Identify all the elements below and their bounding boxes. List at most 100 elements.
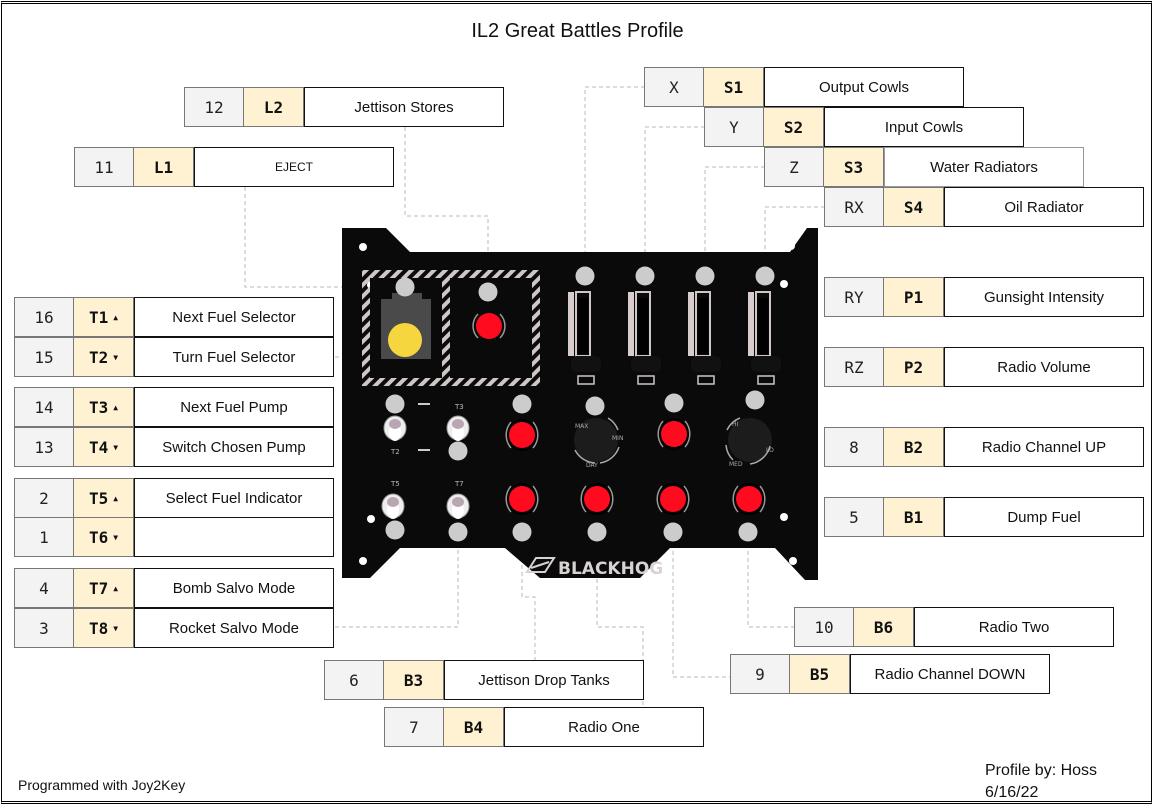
marker-dot: [745, 390, 765, 410]
axis-label: RY: [824, 277, 884, 317]
control-key: S3: [824, 147, 884, 187]
action-label: Radio Two: [914, 607, 1114, 647]
joy-number: 4: [14, 568, 74, 608]
direction-arrow-icon: ▲: [113, 402, 119, 412]
slider-s1: [568, 291, 601, 385]
knob-p1-day-label: DAY: [586, 462, 598, 469]
control-key: P1: [884, 277, 944, 317]
control-key-label: T4: [88, 437, 109, 457]
slider-s4: [748, 291, 781, 385]
control-key: T8▼: [74, 608, 134, 648]
marker-dot: [755, 266, 775, 286]
control-key-label: T7: [88, 578, 109, 598]
control-key: B6: [854, 607, 914, 647]
action-label: Dump Fuel: [944, 497, 1144, 537]
mapping-row-p2: RZ P2 Radio Volume: [824, 347, 1144, 387]
joy-number: 11: [74, 147, 134, 187]
action-label: Water Radiators: [884, 147, 1084, 187]
knob-p1-min-label: MIN: [612, 435, 623, 442]
connector-l2: [404, 127, 489, 290]
brand-logo-icon: [525, 557, 556, 573]
button-l2: [472, 313, 506, 339]
joy-number: 3: [14, 608, 74, 648]
direction-arrow-icon: ▼: [113, 352, 119, 362]
control-key: T4 ▼: [74, 427, 134, 467]
control-key: T3 ▲: [74, 387, 134, 427]
control-key: S4: [884, 187, 944, 227]
action-label: Jettison Drop Tanks: [444, 660, 644, 700]
footer-programmed-with: Programmed with Joy2Key: [18, 777, 186, 793]
action-label: Select Fuel Indicator: [134, 478, 334, 518]
footer-author: Profile by: Hoss: [985, 762, 1098, 779]
joy-number: 6: [324, 660, 384, 700]
control-key: B4: [444, 707, 504, 747]
marker-dot: [587, 522, 607, 542]
action-label: Oil Radiator: [944, 187, 1144, 227]
toggle-switch: [381, 493, 405, 519]
axis-label: Z: [764, 147, 824, 187]
control-key: T7▲: [74, 568, 134, 608]
action-label: Input Cowls: [824, 107, 1024, 147]
action-label: Radio Volume: [944, 347, 1144, 387]
direction-arrow-icon: ▲: [113, 312, 119, 322]
knob-p2-med-label: MED: [729, 461, 743, 468]
joy-number: 14: [14, 387, 74, 427]
toggle-switch: [446, 415, 470, 441]
direction-arrow-icon: ▲: [113, 493, 119, 503]
knob-p2-hi-label: HI: [732, 421, 739, 428]
marker-dot: [448, 522, 468, 542]
marker-dot: [385, 520, 405, 540]
control-key: L2: [244, 87, 304, 127]
mapping-row-b3: 6 B3 Jettison Drop Tanks: [324, 660, 644, 700]
marker-dot: [664, 393, 684, 413]
footer-date: 6/16/22: [985, 784, 1039, 801]
action-label: [134, 517, 334, 557]
mapping-row-p1: RY P1 Gunsight Intensity: [824, 277, 1144, 317]
joy-number: 16: [14, 297, 74, 337]
control-key-label: T2: [88, 347, 109, 367]
action-label: Output Cowls: [764, 67, 964, 107]
control-key: P2: [884, 347, 944, 387]
slider-s2: [628, 291, 661, 385]
control-key-label: T3: [88, 397, 109, 417]
control-key-label: T5: [88, 488, 109, 508]
mapping-row-s3: Z S3 Water Radiators: [764, 147, 1084, 187]
mapping-row-b1: 5 B1 Dump Fuel: [824, 497, 1144, 537]
knob-p1-max-label: MAX: [575, 423, 588, 430]
control-key-label: T8: [88, 618, 109, 638]
joy-number: 12: [184, 87, 244, 127]
action-label: EJECT: [194, 147, 394, 187]
brand-logo: BLACKHOG: [558, 559, 663, 579]
action-label: Turn Fuel Selector: [134, 337, 334, 377]
direction-arrow-icon: ▼: [113, 442, 119, 452]
marker-dot: [448, 441, 468, 461]
marker-dot: [512, 522, 532, 542]
marker-dot: [575, 266, 595, 286]
action-label: Radio One: [504, 707, 704, 747]
marker-dot: [385, 394, 405, 414]
red-button-b6: [732, 483, 766, 515]
action-label: Jettison Stores: [304, 87, 504, 127]
mapping-row-s1: X S1 Output Cowls: [644, 67, 964, 107]
mapping-row-s2: Y S2 Input Cowls: [704, 107, 1024, 147]
mapping-row-s4: RX S4 Oil Radiator: [824, 187, 1144, 227]
mapping-row-b5: 9 B5 Radio Channel DOWN: [730, 654, 1050, 694]
joy-number: 7: [384, 707, 444, 747]
connector-t8: [335, 530, 459, 628]
markers: [385, 266, 775, 542]
connector-b5: [672, 530, 730, 678]
control-key: L1: [134, 147, 194, 187]
marker-dot: [585, 396, 605, 416]
action-label: Radio Channel DOWN: [850, 654, 1050, 694]
connector-s1: [584, 86, 645, 275]
sliders: [568, 291, 781, 385]
control-key: B5: [790, 654, 850, 694]
action-label: Radio Channel UP: [944, 427, 1144, 467]
